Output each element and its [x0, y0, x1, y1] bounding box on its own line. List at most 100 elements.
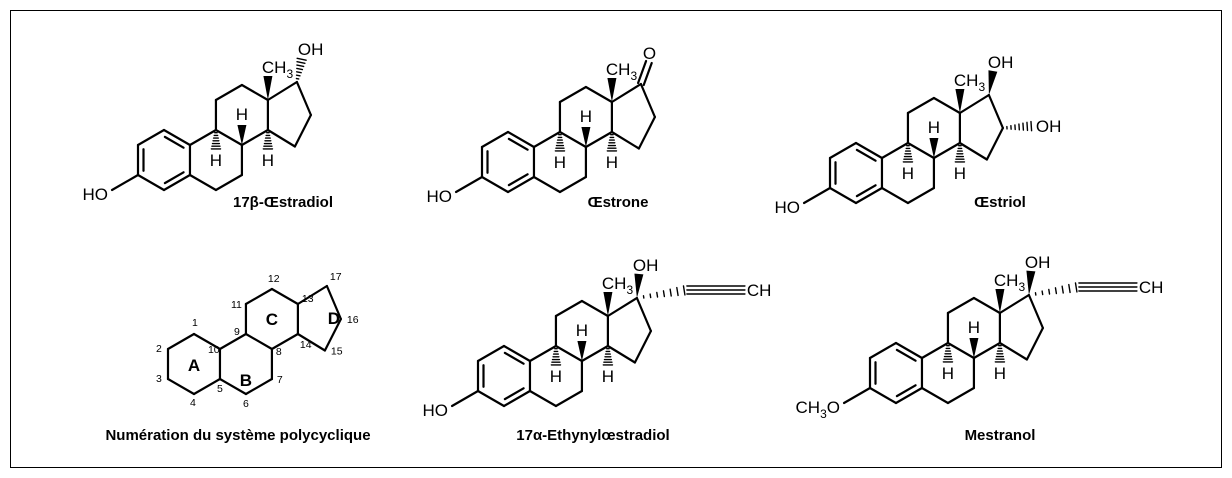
- bond-c6-c7: [214, 173, 244, 192]
- atom-number-10: 10: [208, 344, 220, 356]
- hash-stroke: [676, 286, 679, 297]
- atom-number-2: 2: [156, 343, 162, 355]
- h14-label: H: [994, 364, 1006, 383]
- bond-c4-c5: [162, 173, 192, 192]
- hydroxyl-label: HO: [423, 401, 449, 420]
- bond-c16-c17: [639, 82, 657, 119]
- h8-label: H: [968, 318, 980, 337]
- aromatic-double-bond: [855, 148, 877, 162]
- atom-number-11: 11: [231, 299, 242, 311]
- caption-4: 17α-Ethynylœstradiol: [516, 427, 669, 444]
- bond-c11-c12: [558, 85, 588, 104]
- h8-wedge: [237, 125, 247, 145]
- subscript: 3: [626, 283, 633, 297]
- h8-label: H: [576, 321, 588, 340]
- atom-number-13: 13: [302, 293, 314, 305]
- bond-c15-c16: [633, 329, 653, 364]
- methyl-wedge: [995, 289, 1005, 313]
- h8-wedge: [581, 127, 591, 147]
- bond-c14-c8: [270, 332, 299, 351]
- carbonyl-bond: [642, 61, 653, 87]
- hydroxyl-label: HO: [83, 185, 109, 204]
- hash-stroke: [296, 64, 305, 68]
- hash-stroke: [296, 67, 304, 71]
- atom-number-1: 1: [192, 317, 198, 329]
- hash-stroke: [296, 61, 306, 65]
- bond-c14-c8: [932, 141, 962, 160]
- bond-c6-c7: [946, 386, 976, 405]
- ring-label-d: D: [328, 309, 340, 328]
- bond-c8-c9: [554, 344, 584, 363]
- c17-wedge-oh: [988, 70, 998, 95]
- aromatic-double-bond: [855, 184, 877, 198]
- h14-hashed: [954, 145, 966, 163]
- bond-c15-c16: [1025, 326, 1045, 361]
- bond-c12-c13: [240, 83, 269, 102]
- bond-c9-c10: [880, 141, 910, 160]
- bond-c3-o: [454, 175, 484, 194]
- bond-c5-c6: [880, 186, 910, 205]
- bond-c10-c1: [854, 141, 884, 160]
- methoxy-label: CH3O: [796, 398, 840, 421]
- bond-c12-c13: [584, 85, 614, 104]
- bond-c6-c7: [906, 186, 936, 205]
- aromatic-double-bond: [503, 351, 525, 365]
- bond-c11-c12: [946, 296, 976, 315]
- h9-hashed: [210, 132, 222, 150]
- atom-number-3: 3: [156, 373, 162, 385]
- bond-c12-c13: [972, 296, 1002, 315]
- carbonyl-oxygen-label: O: [643, 44, 656, 63]
- bond-c16-c17: [987, 93, 1005, 130]
- bond-c14-c15: [610, 130, 641, 150]
- bond-c9-c10: [218, 332, 248, 351]
- bond-c16-c17: [635, 296, 653, 333]
- h9-label: H: [210, 151, 222, 170]
- ring-label-c: C: [266, 310, 278, 329]
- aromatic-double-bond: [163, 171, 185, 185]
- bond-c3-c4: [828, 186, 858, 205]
- atom-number-12: 12: [268, 273, 280, 285]
- atom-number-16: 16: [347, 314, 359, 326]
- caption-5: Mestranol: [965, 427, 1036, 444]
- bond-c9-c10: [528, 344, 558, 363]
- aromatic-double-bond: [895, 348, 917, 362]
- bond-c16-c17: [325, 284, 342, 321]
- methoxy-oxygen: O: [827, 398, 840, 417]
- bond-c4-c5: [854, 186, 884, 205]
- bond-c10-c1: [894, 341, 924, 360]
- bond-c15-c16: [293, 113, 312, 148]
- caption-0: 17β-Œstradiol: [233, 194, 333, 211]
- bond-c15-c16: [985, 126, 1005, 161]
- bond-c9-c10: [920, 341, 950, 360]
- hash-stroke: [1041, 290, 1044, 296]
- bond-c6-c7: [558, 175, 588, 194]
- bond-c11-c12: [906, 96, 936, 115]
- caption-1: Œstrone: [588, 194, 649, 211]
- atom-number-8: 8: [276, 346, 282, 358]
- bond-c11-c12: [244, 287, 274, 306]
- bond-c8-c9: [906, 141, 936, 160]
- atom-number-7: 7: [277, 374, 283, 386]
- bond-c5-c6: [528, 389, 558, 408]
- bond-c10-c1: [192, 332, 222, 351]
- bond-c14-c15: [266, 128, 296, 148]
- bond-c3-o: [842, 386, 872, 405]
- methyl-label: CH3: [994, 271, 1026, 294]
- h9-hashed: [554, 134, 566, 152]
- subscript: 3: [978, 80, 985, 94]
- ethynyl-ch-label: CH: [747, 281, 772, 300]
- atom-number-9: 9: [234, 326, 240, 338]
- hash-stroke: [1026, 121, 1029, 132]
- hydroxyl-label: HO: [427, 187, 453, 206]
- h14-hashed: [994, 345, 1006, 363]
- bond-c3-o: [450, 389, 480, 408]
- h14-label: H: [262, 151, 274, 170]
- hash-stroke: [682, 285, 686, 296]
- bond-c1-c2: [868, 341, 898, 360]
- ring-label-a: A: [188, 356, 200, 375]
- bond-c14-c8: [240, 128, 269, 147]
- h14-hashed: [606, 134, 618, 152]
- h8-wedge: [929, 138, 939, 158]
